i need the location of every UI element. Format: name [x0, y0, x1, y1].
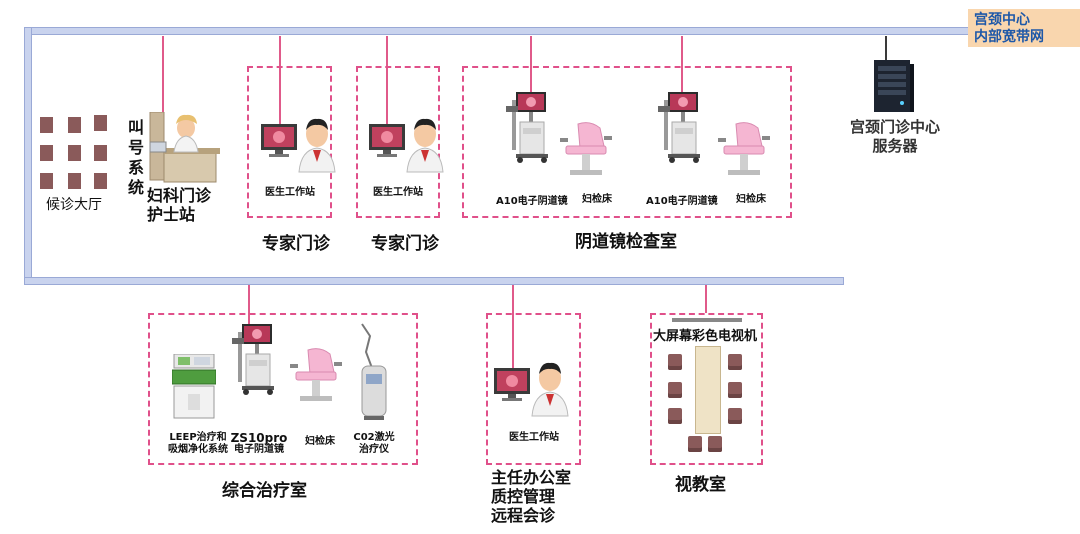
director-office-title: 主任办公室 质控管理 远程会诊 — [491, 468, 571, 525]
colposcope-icon — [505, 92, 549, 164]
queue-char-2: 号 — [128, 138, 145, 157]
treatment-room-title: 综合治疗室 — [222, 481, 307, 501]
nurse-station-icon — [149, 112, 220, 183]
treatment-device-4-line1: C02激光 — [353, 432, 395, 443]
chair-left-3 — [668, 408, 682, 424]
director-office-line1: 主任办公室 — [491, 468, 572, 487]
chair-left-2 — [668, 382, 682, 398]
doctor-workstation-icon — [369, 118, 444, 173]
treatment-device-2-label: ZS10pro 电子阴道镜 — [226, 432, 292, 456]
waiting-hall-label: 候诊大厅 — [46, 197, 102, 213]
colposcope-icon — [231, 324, 275, 396]
expert-clinic-2-title: 专家门诊 — [371, 234, 439, 254]
link-colposcopy-2 — [681, 36, 683, 94]
chair-bottom-1 — [688, 436, 702, 452]
colposcopy-room-title: 阴道镜检查室 — [575, 232, 677, 252]
treatment-device-4-line2: 治疗仪 — [359, 444, 389, 455]
treatment-device-4-label: C02激光 治疗仪 — [350, 432, 398, 456]
treatment-device-3-line1: 妇检床 — [305, 436, 335, 447]
treatment-device-3-label: 妇检床 — [298, 432, 342, 447]
network-label: 宫颈中心 内部宽带网 — [968, 9, 1080, 47]
chair-right-2 — [728, 382, 742, 398]
meeting-table — [695, 346, 721, 434]
link-teaching-room — [705, 285, 707, 313]
chair-right-1 — [728, 354, 742, 370]
expert-clinic-1-workstation-label: 医生工作站 — [265, 187, 315, 198]
treatment-device-1-line2: 吸烟净化系统 — [168, 444, 228, 455]
colposcope-icon — [657, 92, 701, 164]
queue-char-4: 统 — [128, 178, 145, 197]
chair-left-1 — [668, 354, 682, 370]
colposcopy-device-2-label: 妇检床 — [582, 194, 612, 205]
colposcopy-device-1-label: A10电子阴道镜 — [496, 196, 568, 207]
director-office-box — [486, 313, 581, 465]
server-rack-icon — [874, 60, 914, 112]
treatment-device-2-line1: ZS10pro — [230, 431, 288, 445]
server-label-line2: 服务器 — [872, 137, 918, 155]
queue-char-3: 系 — [128, 158, 145, 177]
exam-bed-icon — [560, 122, 613, 176]
treatment-device-1-label: LEEP治疗和 吸烟净化系统 — [162, 432, 234, 456]
network-backbone-bottom — [24, 277, 844, 285]
director-office-line2: 质控管理 — [491, 487, 556, 506]
treatment-device-1-line1: LEEP治疗和 — [169, 432, 227, 443]
link-expert-clinic-1 — [279, 36, 281, 126]
nurse-station-label: 妇科门诊 护士站 — [147, 186, 211, 224]
doctor-workstation-icon — [494, 362, 569, 417]
link-server — [885, 36, 887, 60]
colposcopy-device-4-label: 妇检床 — [736, 194, 766, 205]
link-nurse-station — [162, 36, 164, 114]
doctor-workstation-icon — [261, 118, 336, 173]
exam-bed-icon — [718, 122, 771, 176]
expert-clinic-1-box — [247, 66, 332, 218]
director-workstation-label: 医生工作站 — [509, 432, 559, 443]
server-label: 宫颈门诊中心 服务器 — [840, 118, 950, 156]
queue-system-label: 叫 号 系 统 — [128, 118, 146, 198]
tv-label: 大屏幕彩色电视机 — [653, 329, 758, 344]
link-expert-clinic-2 — [386, 36, 388, 126]
link-treatment-room — [248, 285, 250, 325]
director-office-line3: 远程会诊 — [491, 506, 556, 525]
nurse-station-line1: 妇科门诊 — [147, 186, 212, 205]
nurse-station-line2: 护士站 — [147, 205, 196, 224]
treatment-device-2-line2: 电子阴道镜 — [234, 444, 284, 455]
queue-char-1: 叫 — [128, 118, 145, 137]
link-director-office — [512, 285, 514, 373]
colposcopy-room-box — [462, 66, 792, 218]
expert-clinic-2-workstation-label: 医生工作站 — [373, 187, 423, 198]
exam-bed-icon — [290, 348, 343, 402]
network-backbone-left — [24, 27, 32, 283]
network-backbone-top — [24, 27, 1080, 35]
tv-icon — [672, 318, 742, 322]
co2-laser-icon — [361, 323, 387, 420]
network-label-line2: 内部宽带网 — [974, 29, 1044, 45]
link-colposcopy-1 — [530, 36, 532, 94]
expert-clinic-1-title: 专家门诊 — [262, 234, 330, 254]
colposcopy-device-3-label: A10电子阴道镜 — [646, 196, 718, 207]
leep-device-icon — [172, 354, 216, 419]
teaching-room-title: 视教室 — [675, 475, 726, 495]
chair-right-3 — [728, 408, 742, 424]
server-label-line1: 宫颈门诊中心 — [849, 118, 940, 136]
teaching-room-box — [650, 313, 763, 465]
expert-clinic-2-box — [356, 66, 440, 218]
treatment-room-box — [148, 313, 418, 465]
network-label-line1: 宫颈中心 — [974, 12, 1030, 28]
chair-bottom-2 — [708, 436, 722, 452]
waiting-hall-seats — [40, 115, 107, 189]
